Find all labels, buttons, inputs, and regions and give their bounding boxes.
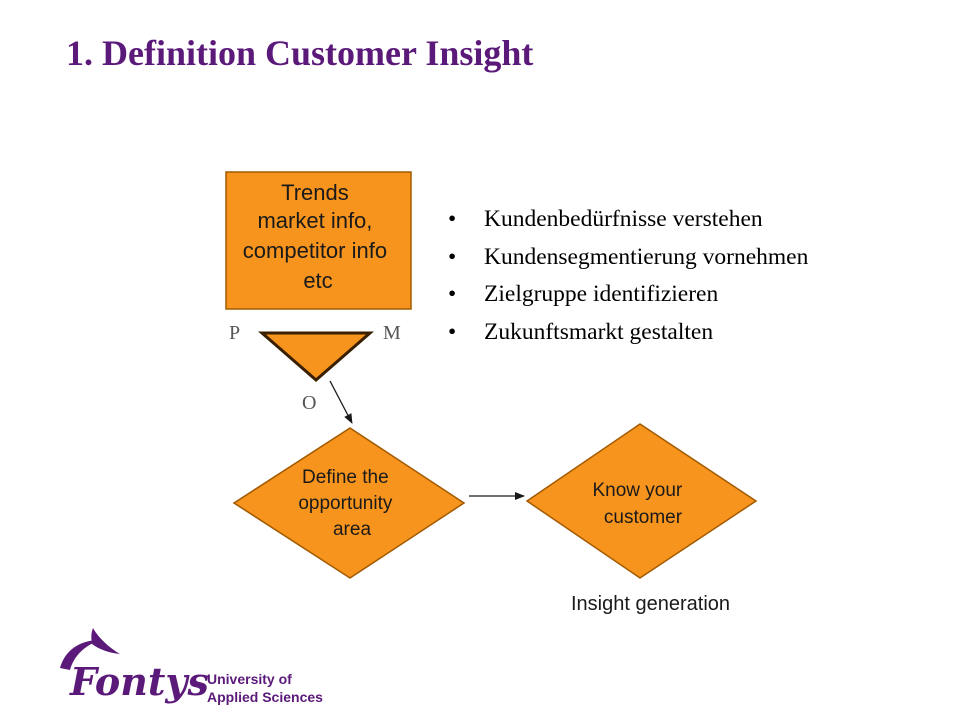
arrow-to-define xyxy=(329,380,353,424)
svg-text:Define the opportunity: Define the opportunity area xyxy=(298,467,397,540)
slide-title: 1. Definition Customer Insight xyxy=(66,33,534,73)
define-line: Define the xyxy=(302,467,389,488)
bullet-dot-icon: • xyxy=(448,206,457,232)
define-line: area xyxy=(333,519,371,540)
bullet-text: Zukunftsmarkt gestalten xyxy=(484,318,714,345)
funnel-label-m: M xyxy=(383,322,401,344)
bullet-item: • Kundenbedürfnisse verstehen xyxy=(448,203,808,241)
bullet-dot-icon: • xyxy=(448,281,457,307)
trends-line: Trends xyxy=(281,180,349,205)
trends-box: Trends market info, competitor info etc xyxy=(225,171,412,310)
funnel-label-o: O xyxy=(302,392,316,414)
bullet-dot-icon: • xyxy=(448,243,457,270)
define-diamond: Define the opportunity area xyxy=(232,427,466,579)
bullet-text: Kundensegmentierung vornehmen xyxy=(484,243,809,270)
fontys-bird-icon xyxy=(91,628,120,654)
trends-line: etc xyxy=(303,268,332,293)
bullet-item: • Zielgruppe identifizieren xyxy=(448,278,808,316)
logo-subtitle: University of xyxy=(207,671,292,687)
trends-line: competitor info xyxy=(243,238,387,263)
fontys-brand: Fontys xyxy=(69,659,209,704)
svg-text:Know your customer: Know your customer xyxy=(592,480,687,528)
bullet-text: Kundenbedürfnisse verstehen xyxy=(484,206,763,232)
define-line: opportunity xyxy=(298,493,393,514)
funnel-label-p: P xyxy=(229,322,240,344)
diagram-caption: Insight generation xyxy=(571,593,730,615)
know-line: customer xyxy=(604,507,683,528)
know-diamond: Know your customer xyxy=(525,423,758,579)
bullet-item: • Kundensegmentierung vornehmen xyxy=(448,241,808,279)
know-line: Know your xyxy=(592,480,682,501)
fontys-logo: Fontys University of Applied Sciences xyxy=(60,628,323,705)
funnel-triangle xyxy=(257,331,375,382)
trends-line: market info, xyxy=(257,208,372,233)
bullet-list: • Kundenbedürfnisse verstehen • Kundensegm… xyxy=(448,203,808,353)
bullet-item: • Zukunftsmarkt gestalten xyxy=(448,316,808,354)
logo-subtitle: Applied Sciences xyxy=(207,689,323,705)
bullet-dot-icon: • xyxy=(448,318,457,345)
bullet-text: Zielgruppe identifizieren xyxy=(484,281,719,307)
fontys-swoosh-icon xyxy=(60,640,100,670)
svg-text:Trends market info,: Trends market info, competitor info etc xyxy=(243,180,393,293)
